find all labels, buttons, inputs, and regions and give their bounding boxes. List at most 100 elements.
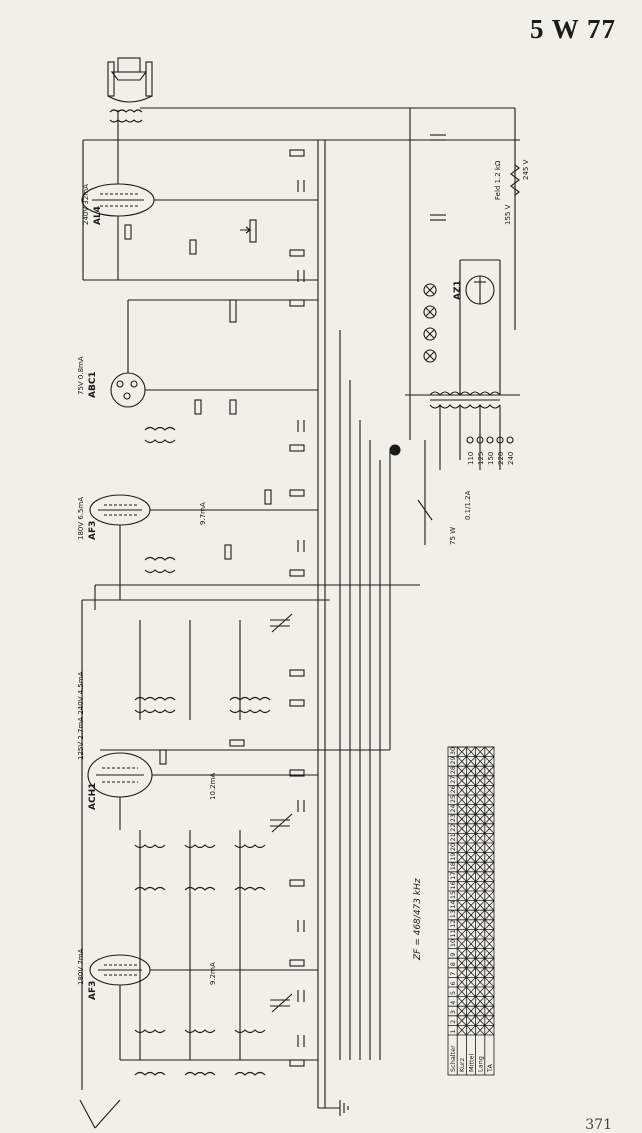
switch-contact-mark	[456, 852, 467, 863]
switch-contact-mark	[484, 986, 495, 997]
switch-contact-mark	[475, 1005, 486, 1017]
switch-contact-mark	[466, 986, 476, 997]
switch-contact-mark	[475, 900, 486, 911]
field-coil-v-in: 245 V	[522, 159, 530, 180]
switch-contact-mark	[484, 813, 495, 825]
switch-contact-mark	[466, 1015, 476, 1026]
tube-label-abc1: ABC1	[88, 371, 98, 398]
switch-table-row-label: Lang	[477, 1056, 485, 1072]
switch-contact-mark	[456, 919, 467, 930]
tube-label-af3-if: AF3	[88, 521, 98, 540]
tube-rating-af3-if: 180V 6.5mA	[77, 497, 85, 540]
switch-contact-mark	[456, 900, 467, 911]
switch-table-column-number: 4	[449, 1001, 457, 1005]
switch-contact-mark	[484, 785, 495, 796]
switch-contact-mark	[484, 852, 495, 863]
switch-contact-mark	[484, 1025, 495, 1036]
switch-contact-mark	[484, 957, 495, 969]
switch-contact-mark	[466, 957, 476, 969]
mains-power-label: 75 W	[449, 527, 457, 545]
switch-contact-mark	[475, 957, 486, 969]
switch-contact-mark	[484, 967, 495, 978]
switch-contact-mark	[466, 977, 476, 988]
switch-contact-mark	[475, 804, 486, 815]
switch-contact-mark	[484, 938, 495, 949]
switch-contact-mark	[475, 881, 486, 892]
switch-contact-mark	[466, 775, 476, 786]
switch-contact-mark	[456, 756, 467, 767]
switch-contact-mark	[456, 794, 467, 805]
switch-table-column-number: 10	[449, 939, 457, 947]
switch-contact-mark	[466, 900, 476, 911]
switch-table-column-number: 15	[449, 891, 457, 899]
switch-contact-mark	[475, 746, 486, 757]
switch-table-column-number: 23	[449, 814, 457, 822]
switch-contact-mark	[475, 938, 486, 949]
switch-contact-mark	[475, 1015, 486, 1026]
switch-contact-mark	[466, 881, 476, 892]
switch-table-column-number: 20	[449, 843, 457, 851]
switch-table-column-number: 26	[449, 785, 457, 793]
switch-table-column-number: 14	[449, 900, 457, 908]
tube-rating-abc1: 75V 0.8mA	[77, 356, 85, 395]
switch-contact-mark	[456, 890, 467, 901]
switch-contact-mark	[456, 957, 467, 969]
switch-table-column-number: 6	[449, 981, 457, 985]
tube-label-al4: AL4	[93, 206, 103, 225]
switch-contact-mark	[456, 909, 467, 921]
current-label-mixer: 10.2mA	[209, 773, 217, 800]
switch-contact-mark	[484, 977, 495, 988]
switch-contact-mark	[484, 871, 495, 882]
switch-contact-mark	[475, 842, 486, 853]
switch-contact-mark	[484, 919, 495, 930]
switch-contact-mark	[475, 890, 486, 901]
switch-contact-mark	[475, 919, 486, 930]
switch-contact-mark	[466, 909, 476, 921]
switch-contact-mark	[466, 890, 476, 901]
switch-contact-mark	[484, 861, 495, 873]
switch-contact-mark	[475, 977, 486, 988]
switch-contact-mark	[466, 785, 476, 796]
switch-contact-mark	[466, 794, 476, 805]
switch-contact-mark	[484, 794, 495, 805]
switch-contact-mark	[484, 1015, 495, 1026]
switch-table-column-number: 27	[449, 776, 457, 784]
switch-contact-mark	[466, 948, 476, 959]
switch-table-column-number: 7	[449, 972, 457, 976]
switch-contact-mark	[466, 833, 476, 844]
switch-contact-mark	[475, 756, 486, 767]
mains-tap-220: 220	[497, 452, 505, 465]
switch-table-column-number: 12	[449, 920, 457, 928]
switch-contact-mark	[456, 746, 467, 757]
mains-tap-110: 110	[467, 452, 475, 465]
switch-table-column-number: 8	[449, 962, 457, 966]
switch-table-column-number: 28	[449, 766, 457, 774]
switch-table-row-label: Schalter	[449, 1045, 457, 1072]
switch-contact-mark	[475, 861, 486, 873]
switch-table-column-number: 18	[449, 862, 457, 870]
switch-contact-mark	[456, 938, 467, 949]
tube-rating-af3-rf: 180V 7mA	[77, 948, 85, 985]
switch-contact-mark	[484, 833, 495, 844]
switch-contact-mark	[466, 746, 476, 757]
mains-tap-240: 240	[507, 452, 515, 465]
switch-contact-mark	[466, 804, 476, 815]
switch-contact-mark	[475, 986, 486, 997]
switch-contact-mark	[466, 813, 476, 825]
current-label-if: 9.7mA	[199, 502, 207, 525]
switch-table-column-number: 11	[449, 929, 457, 937]
switch-contact-mark	[466, 929, 476, 940]
switch-contact-mark	[475, 813, 486, 825]
switch-table-column-number: 30	[449, 747, 457, 755]
switch-contact-mark	[466, 823, 476, 834]
switch-contact-mark	[456, 823, 467, 834]
switch-table-column-number: 22	[449, 824, 457, 832]
switch-contact-mark	[484, 948, 495, 959]
switch-table-row-label: TA	[486, 1064, 494, 1073]
switch-contact-mark	[475, 852, 486, 863]
tube-label-ach1: ACH1	[88, 783, 98, 810]
switch-contact-mark	[456, 977, 467, 988]
switch-contact-mark	[484, 996, 495, 1007]
